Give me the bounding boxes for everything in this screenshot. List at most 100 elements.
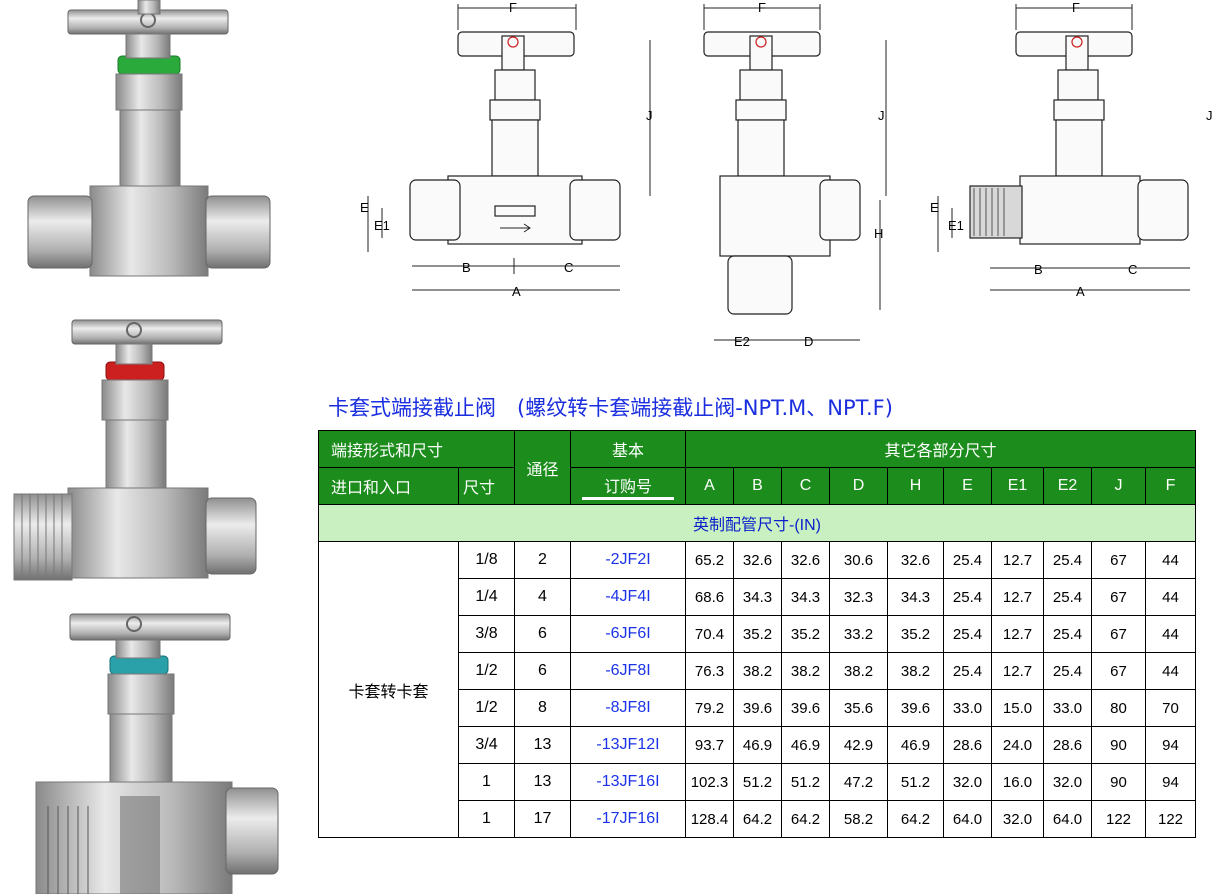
header-row-2: 进口和入口 尺寸 订购号 A B C D H E E1 E2 J F: [318, 467, 1196, 505]
spec-table: 端接形式和尺寸 通径 基本 其它各部分尺寸 进口和入口 尺寸 订购号 A B C…: [318, 430, 1196, 838]
cell-dim: 34.3: [733, 578, 782, 616]
cell-size: 1/2: [458, 689, 515, 727]
header-row-1: 端接形式和尺寸 通径 基本 其它各部分尺寸: [318, 430, 1196, 505]
cell-dim: 65.2: [685, 541, 734, 579]
cell-dim: 64.2: [887, 800, 944, 838]
cell-bore: 6: [514, 615, 571, 653]
cell-dim: 94: [1145, 763, 1196, 801]
dim-label-D: D: [804, 334, 813, 349]
cell-dim: 32.0: [943, 763, 992, 801]
cell-size: 3/4: [458, 726, 515, 764]
cell-dim: 33.0: [943, 689, 992, 727]
cell-dim: 32.6: [733, 541, 782, 579]
dim-label-J: J: [646, 108, 653, 123]
dim-label-F: F: [758, 0, 766, 15]
cell-model: -13JF12I: [570, 726, 686, 764]
cell-dim: 67: [1091, 652, 1146, 690]
cell-dim: 35.2: [733, 615, 782, 653]
cell-model: -4JF4I: [570, 578, 686, 616]
col-header: E2: [1043, 467, 1092, 505]
dim-label-A: A: [1076, 284, 1085, 299]
cell-dim: 44: [1145, 615, 1196, 653]
cell-dim: 32.6: [781, 541, 830, 579]
cell-dim: 94: [1145, 726, 1196, 764]
cell-dim: 25.4: [943, 615, 992, 653]
dim-label-J: J: [878, 108, 885, 123]
dim-label-B: B: [1034, 262, 1043, 277]
cell-model: -8JF8I: [570, 689, 686, 727]
dim-label-E: E: [360, 200, 369, 215]
dim-label-H: H: [874, 226, 883, 241]
cell-dim: 25.4: [1043, 541, 1092, 579]
cell-dim: 15.0: [991, 689, 1044, 727]
col-header: E1: [991, 467, 1044, 505]
cell-dim: 64.2: [781, 800, 830, 838]
cell-dim: 79.2: [685, 689, 734, 727]
dim-label-E1: E1: [374, 218, 390, 233]
cell-size: 3/8: [458, 615, 515, 653]
cell-model: -2JF2I: [570, 541, 686, 579]
cell-dim: 46.9: [733, 726, 782, 764]
cell-dim: 76.3: [685, 652, 734, 690]
cell-dim: 47.2: [829, 763, 888, 801]
header-base-2: 订购号: [570, 467, 686, 505]
section-title: 卡套式端接截止阀 (螺纹转卡套端接截止阀-NPT.M、NPT.F): [328, 396, 893, 420]
dim-label-F: F: [1072, 0, 1080, 15]
cell-dim: 64.0: [943, 800, 992, 838]
cell-dim: 51.2: [781, 763, 830, 801]
cell-dim: 32.3: [829, 578, 888, 616]
cell-dim: 33.0: [1043, 689, 1092, 727]
cell-bore: 8: [514, 689, 571, 727]
dim-label-J: J: [1206, 108, 1213, 123]
cell-dim: 28.6: [1043, 726, 1092, 764]
valve-photo-union: [27, 0, 271, 277]
dim-label-E: E: [930, 200, 939, 215]
cell-bore: 13: [514, 763, 571, 801]
cell-dim: 33.2: [829, 615, 888, 653]
dim-label-C: C: [564, 260, 573, 275]
cell-dim: 12.7: [991, 652, 1044, 690]
cell-dim: 24.0: [991, 726, 1044, 764]
cell-dim: 44: [1145, 578, 1196, 616]
cell-dim: 25.4: [1043, 578, 1092, 616]
valve-photo-female-thread-section: [35, 613, 279, 894]
cell-dim: 90: [1091, 763, 1146, 801]
cell-model: -17JF16I: [570, 800, 686, 838]
cell-dim: 32.0: [991, 800, 1044, 838]
cell-dim: 67: [1091, 615, 1146, 653]
cell-dim: 67: [1091, 541, 1146, 579]
col-header: B: [733, 467, 782, 505]
cell-model: -6JF8I: [570, 652, 686, 690]
cell-dim: 38.2: [781, 652, 830, 690]
cell-dim: 12.7: [991, 541, 1044, 579]
cell-dim: 35.6: [829, 689, 888, 727]
cell-model: -6JF6I: [570, 615, 686, 653]
cell-dim: 30.6: [829, 541, 888, 579]
col-header: H: [887, 467, 944, 505]
cell-dim: 25.4: [943, 578, 992, 616]
cell-dim: 51.2: [887, 763, 944, 801]
section-label: 英制配管尺寸-(IN): [318, 504, 1196, 542]
cell-dim: 102.3: [685, 763, 734, 801]
dim-label-E1: E1: [948, 218, 964, 233]
cell-dim: 38.2: [733, 652, 782, 690]
cell-dim: 34.3: [887, 578, 944, 616]
cell-dim: 44: [1145, 541, 1196, 579]
section-row: 英制配管尺寸-(IN): [318, 504, 1196, 542]
dim-label-E2: E2: [734, 334, 750, 349]
cell-dim: 58.2: [829, 800, 888, 838]
cell-dim: 28.6: [943, 726, 992, 764]
cell-dim: 39.6: [781, 689, 830, 727]
cell-bore: 6: [514, 652, 571, 690]
header-connection: 端接形式和尺寸: [318, 430, 515, 468]
cell-dim: 34.3: [781, 578, 830, 616]
col-header: E: [943, 467, 992, 505]
dim-label-C: C: [1128, 262, 1137, 277]
header-bore: 通径: [514, 430, 571, 505]
cell-dim: 90: [1091, 726, 1146, 764]
cell-dim: 12.7: [991, 615, 1044, 653]
